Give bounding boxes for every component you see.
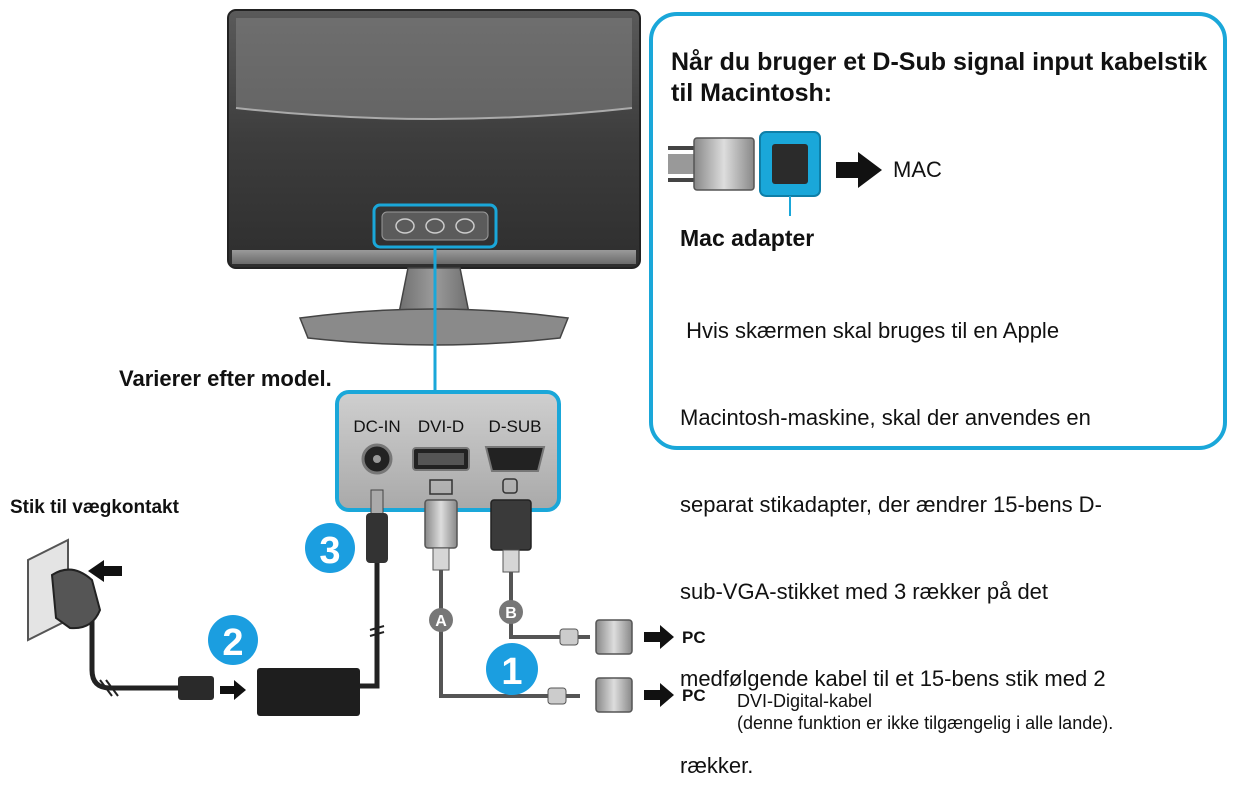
svg-text:2: 2 [222,622,243,664]
svg-text:B: B [505,605,517,622]
dvi-symbol-icon [429,479,453,495]
connection-diagram: 3 2 1 A B DC-IN DVI-D D-SUB PC PC [27,9,1227,716]
dsub-symbol-icon [502,478,518,494]
mac-label: MAC [893,157,942,182]
mac-adapter-illustration [668,131,821,216]
pc-label-top: PC [682,628,706,647]
adapter-line: Macintosh-maskine, skal der anvendes en [680,405,1091,430]
d-sub-port [484,446,546,472]
dvi-cable-label-line2: (denne funktion er ikke tilgængelig i al… [737,713,1114,733]
mac-adapter-description: Hvis skærmen skal bruges til en Apple Ma… [680,258,1210,809]
dsub-cable [490,499,674,655]
port-panel [335,390,561,512]
monitor [227,9,641,346]
arrow-right-icon [644,625,674,649]
callout-title-line2: til Macintosh: [671,79,833,107]
ac-adapter [257,668,360,716]
power-button-icon [455,218,475,234]
port-label-dvid: DVI-D [418,417,464,436]
model-note: Varierer efter model. [119,366,332,391]
step-badge-1: 1 [486,643,538,695]
pc-label-bottom: PC [682,686,706,705]
power-plug [50,568,102,630]
arrow-right-icon [220,680,246,700]
power-cable [27,489,388,716]
cable-badge-b: B [499,600,523,624]
adapter-line: rækker. [680,753,754,778]
port-label-dsub: D-SUB [489,417,542,436]
svg-text:A: A [435,613,447,630]
adapter-line: separat stikadapter, der ændrer 15-bens … [680,492,1102,517]
step-badge-3: 3 [305,523,355,573]
callout-title: Når du bruger et D-Sub signal input kabe… [671,47,1219,109]
callout-title-line1: Når du bruger et D-Sub signal input kabe… [671,48,1208,76]
adapter-line: medfølgende kabel til et 15-bens stik me… [680,666,1106,691]
cable-badge-a: A [429,608,453,632]
arrow-right-icon [644,683,674,707]
arrow-right-icon [836,152,882,188]
mac-callout [649,12,1227,450]
dvi-cable [424,499,674,713]
dsub-pc-connector [595,619,633,655]
step-badge-2: 2 [208,615,258,665]
svg-text:3: 3 [319,530,340,572]
svg-text:1: 1 [501,651,522,693]
wall-outlet-label: Stik til vægkontakt [10,497,179,518]
port-label-dcin: DC-IN [353,417,400,436]
dvi-cable-label: DVI-Digital-kabel (denne funktion er ikk… [737,690,1113,734]
monitor-back-panel [236,18,632,119]
menu-button-icon [395,218,415,234]
mac-adapter-title: Mac adapter [680,225,815,251]
adapter-line: Hvis skærmen skal bruges til en Apple [680,318,1060,343]
mode-button-icon [425,218,445,234]
adapter-line: sub-VGA-stikket med 3 rækker på det [680,579,1049,604]
dvi-cable-label-line1: DVI-Digital-kabel [737,691,873,711]
dvi-pc-connector [595,677,633,713]
arrow-left-icon [88,560,122,582]
